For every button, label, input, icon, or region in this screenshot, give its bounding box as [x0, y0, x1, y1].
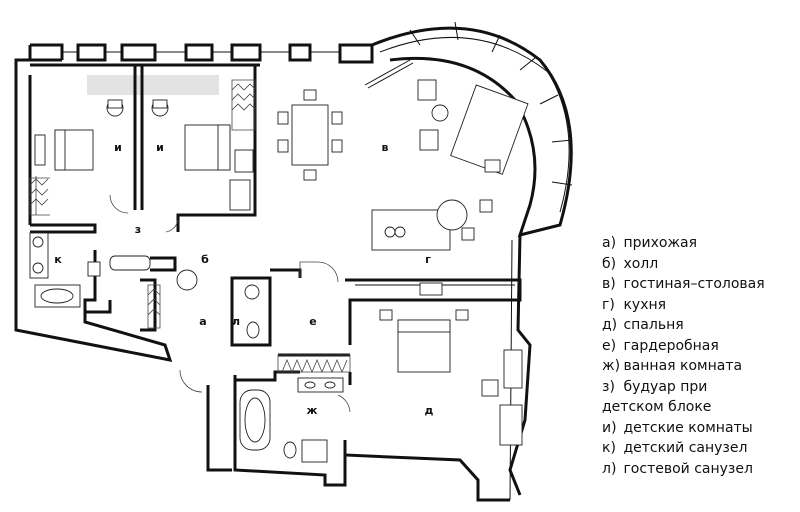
legend-letter: и): [602, 419, 617, 436]
legend-item: к) детский санузел: [602, 438, 798, 459]
legend-text: детские комнаты: [619, 419, 753, 436]
room-label-zh: ж: [307, 404, 318, 417]
legend-letter: г): [602, 296, 615, 313]
room-label-g: г: [425, 253, 431, 266]
legend-letter: в): [602, 276, 616, 292]
room-label-l: л: [232, 315, 240, 328]
furniture: [29, 59, 529, 463]
legend-item: а) прихожая: [602, 233, 798, 254]
legend-letter: з): [602, 378, 615, 395]
legend-item: б) холл: [602, 254, 798, 275]
legend-text: гардеробная: [619, 337, 719, 354]
legend-letter: а): [602, 235, 617, 251]
legend-item: е) гардеробная: [602, 336, 798, 357]
legend-text: прихожая: [619, 235, 698, 251]
legend-item: г) кухня: [602, 295, 798, 316]
legend-text: гостиная–столовая: [619, 276, 765, 292]
room-label-a: а: [199, 315, 206, 328]
legend-letter: е): [602, 337, 617, 354]
legend-text: ванная комната: [619, 358, 743, 374]
hatch-marks: [29, 79, 351, 374]
room-label-z: з: [135, 223, 141, 236]
legend-text: спальня: [619, 317, 684, 333]
legend-item: л) гостевой санузел: [602, 459, 798, 480]
room-label-v: в: [382, 141, 389, 154]
room-label-k: к: [54, 253, 62, 266]
room-label-d: д: [425, 404, 434, 417]
room-label-b: б: [201, 253, 209, 266]
legend-letter: б): [602, 255, 617, 272]
legend-text: кухня: [619, 296, 667, 313]
legend-letter: к): [602, 440, 616, 456]
legend-text: будуар при: [619, 378, 708, 395]
legend-letter: д): [602, 317, 618, 333]
room-label-i-1: и: [114, 141, 122, 154]
legend-item: и) детские комнаты: [602, 418, 798, 439]
legend-item: в) гостиная–столовая: [602, 274, 798, 295]
legend-letter: л): [602, 460, 617, 477]
outer-walls: [14, 21, 573, 502]
legend-text: холл: [619, 255, 659, 272]
room-labels: и и в з к б г а л е ж д: [54, 141, 433, 417]
legend-item: ж) ванная комната: [602, 356, 798, 377]
room-label-i-2: и: [156, 141, 164, 154]
legend-text: детский санузел: [619, 440, 748, 456]
room-label-e: е: [309, 315, 316, 328]
legend-text-continued: детском блоке: [602, 399, 712, 415]
legend-item: з) будуар при: [602, 377, 798, 398]
legend-text: гостевой санузел: [619, 460, 753, 477]
legend-item: д) спальня: [602, 315, 798, 336]
legend-letter: ж): [602, 358, 621, 374]
